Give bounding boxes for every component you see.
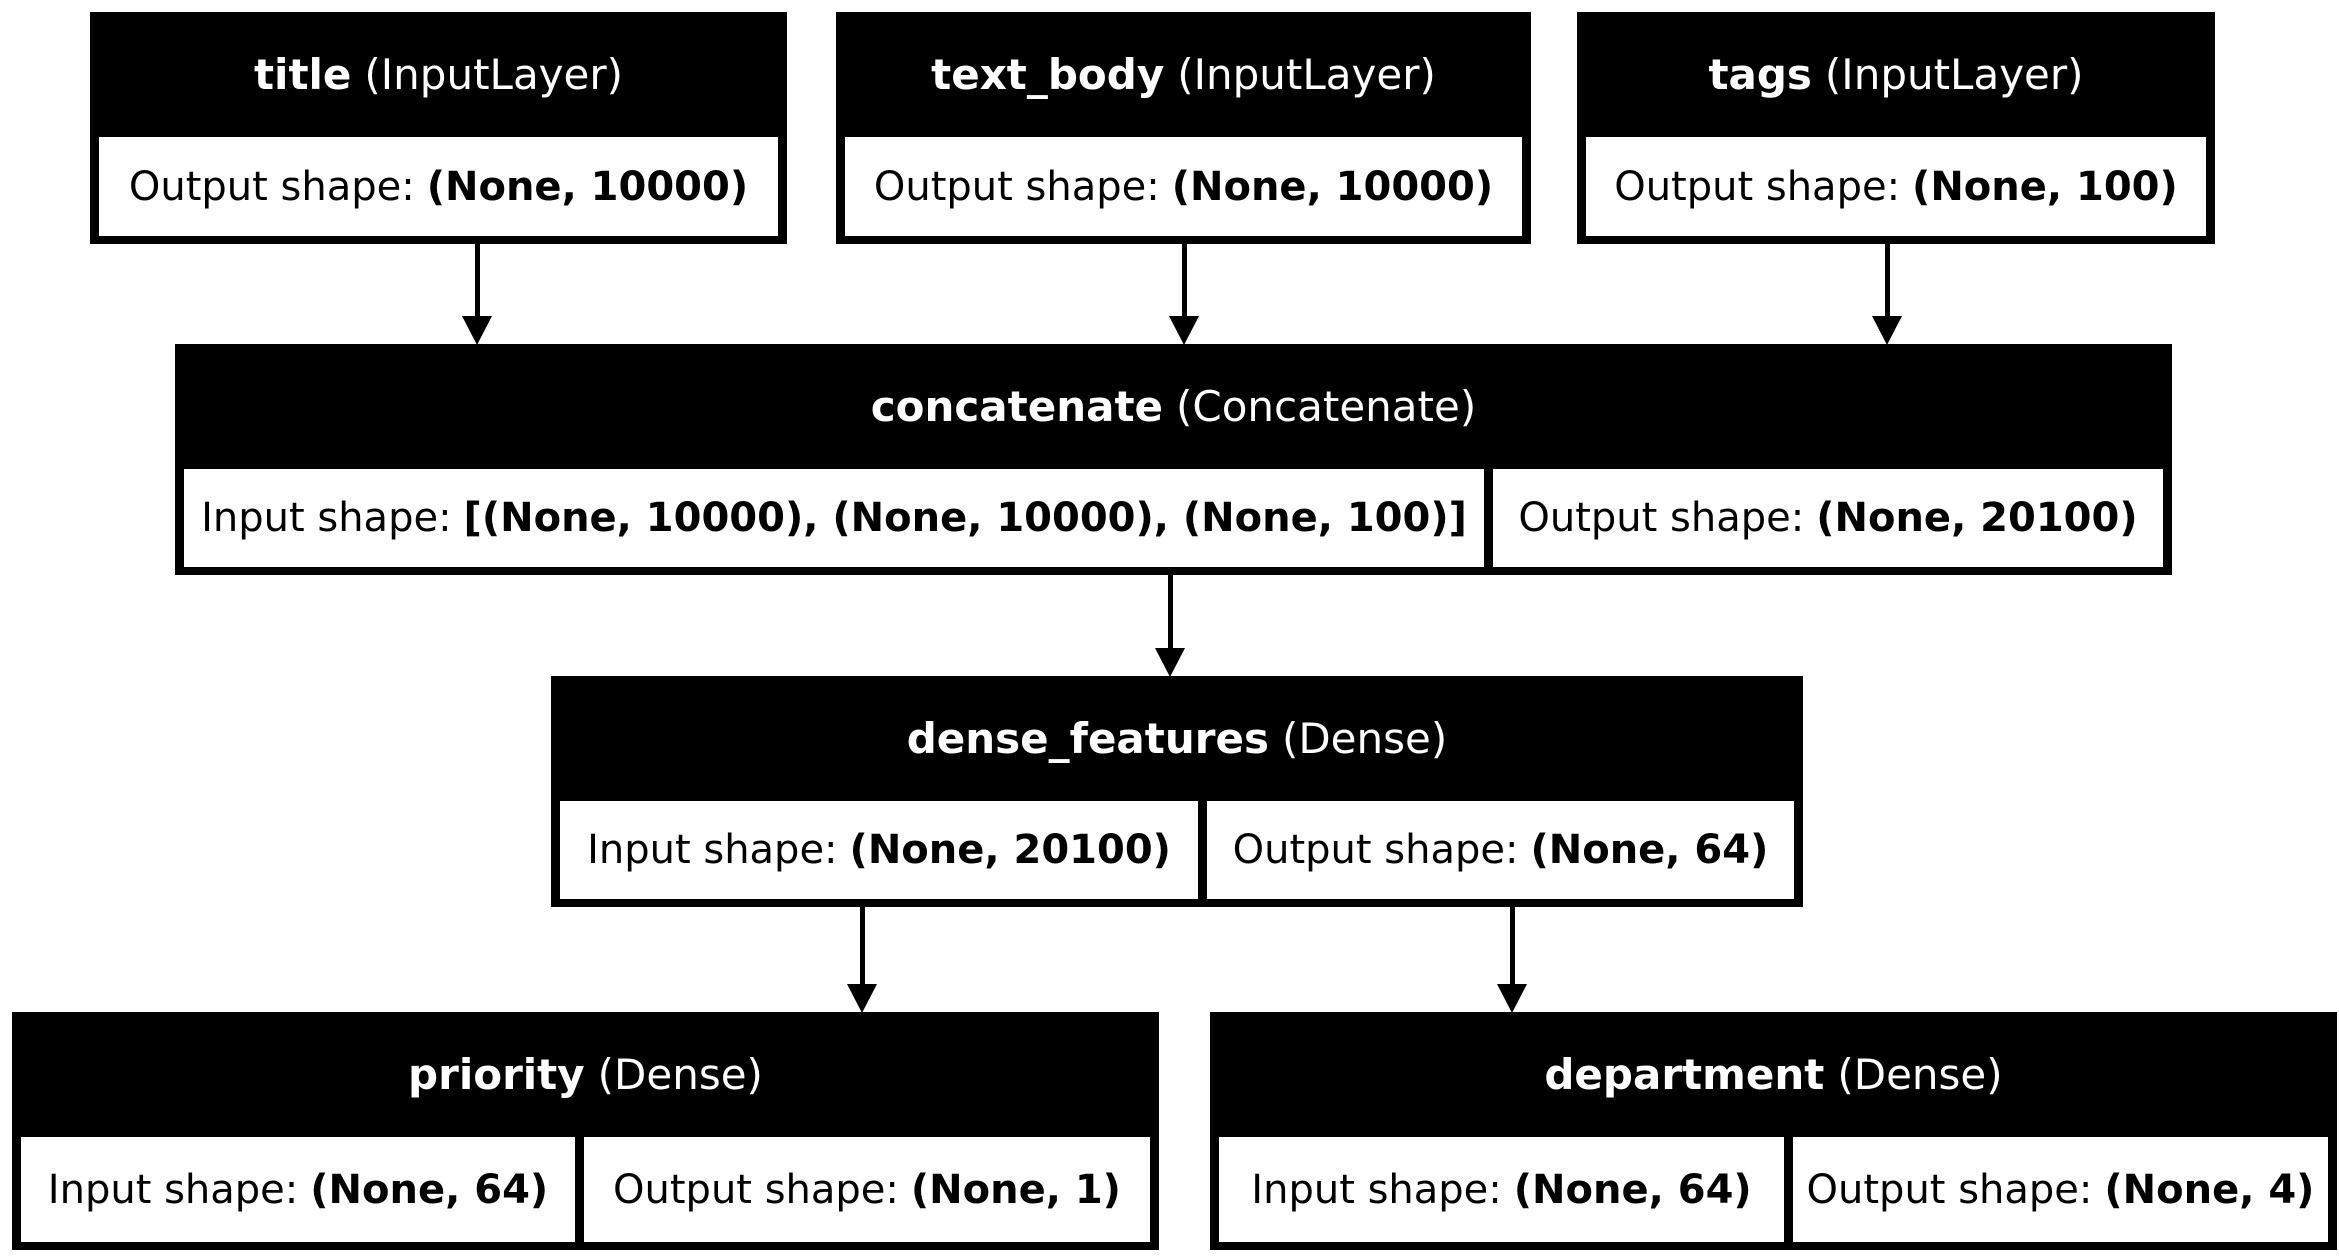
output-shape-label: Output shape: bbox=[1232, 827, 1519, 873]
layer-type: (InputLayer) bbox=[364, 50, 624, 99]
output-shape-label: Output shape: bbox=[873, 163, 1160, 210]
output-shape-label: Output shape: bbox=[128, 163, 415, 210]
layer-name: title bbox=[253, 50, 352, 99]
output-shape-value: (None, 20100) bbox=[1816, 495, 2138, 541]
input-shape-cell: Input shape: [(None, 10000), (None, 1000… bbox=[184, 469, 1484, 567]
output-shape-cell: Output shape: (None, 20100) bbox=[1493, 469, 2163, 567]
input-shape-value: (None, 64) bbox=[310, 1166, 549, 1213]
edge-line bbox=[1167, 574, 1173, 651]
layer-header-department: department (Dense) bbox=[1210, 1012, 2337, 1137]
arrowhead-icon bbox=[1872, 316, 1902, 345]
output-shape-cell: Output shape: (None, 1) bbox=[584, 1137, 1150, 1242]
layer-header-tags: tags (InputLayer) bbox=[1577, 12, 2215, 137]
edge-line bbox=[474, 243, 480, 319]
arrowhead-icon bbox=[1497, 984, 1527, 1013]
layer-type: (Dense) bbox=[1281, 714, 1448, 763]
shape-cells: Output shape: (None, 100) bbox=[1586, 137, 2206, 236]
input-shape-cell: Input shape: (None, 64) bbox=[21, 1137, 575, 1242]
layer-type: (InputLayer) bbox=[1824, 50, 2084, 99]
layer-name: tags bbox=[1708, 50, 1812, 99]
layer-node-title: title (InputLayer) Output shape: (None, … bbox=[90, 12, 787, 244]
layer-name: priority bbox=[408, 1050, 585, 1099]
input-shape-label: Input shape: bbox=[47, 1166, 299, 1213]
output-shape-label: Output shape: bbox=[1614, 163, 1901, 210]
arrowhead-icon bbox=[1155, 648, 1185, 677]
edge-line bbox=[859, 906, 865, 987]
layer-header-dense-features: dense_features (Dense) bbox=[551, 676, 1803, 801]
layer-type: (Dense) bbox=[1837, 1050, 2003, 1099]
output-shape-value: (None, 1) bbox=[910, 1166, 1121, 1213]
edge-tags-to-concatenate bbox=[1872, 243, 1902, 345]
layer-type: (Dense) bbox=[597, 1050, 763, 1099]
edge-dense-features-to-priority bbox=[847, 906, 877, 1013]
edge-line bbox=[1181, 243, 1187, 319]
layer-name: text_body bbox=[931, 50, 1165, 99]
shape-cells: Input shape: (None, 64) Output shape: (N… bbox=[1219, 1137, 2328, 1242]
edge-line bbox=[1884, 243, 1890, 319]
arrowhead-icon bbox=[847, 984, 877, 1013]
output-shape-cell: Output shape: (None, 4) bbox=[1793, 1137, 2328, 1242]
layer-type: (Concatenate) bbox=[1176, 382, 1477, 431]
input-shape-value: [(None, 10000), (None, 10000), (None, 10… bbox=[463, 495, 1467, 541]
layer-name: concatenate bbox=[870, 382, 1164, 431]
input-shape-label: Input shape: bbox=[587, 827, 838, 873]
output-shape-value: (None, 10000) bbox=[1171, 163, 1494, 210]
layer-name: department bbox=[1544, 1050, 1825, 1099]
output-shape-value: (None, 10000) bbox=[426, 163, 749, 210]
output-shape-cell: Output shape: (None, 64) bbox=[1207, 801, 1794, 899]
layer-type: (InputLayer) bbox=[1177, 50, 1436, 99]
layer-header-text-body: text_body (InputLayer) bbox=[836, 12, 1531, 137]
layer-node-text-body: text_body (InputLayer) Output shape: (No… bbox=[836, 12, 1531, 244]
layer-node-department: department (Dense) Input shape: (None, 6… bbox=[1210, 1012, 2337, 1250]
shape-cells: Output shape: (None, 10000) bbox=[99, 137, 778, 236]
input-shape-label: Input shape: bbox=[1251, 1166, 1502, 1213]
input-shape-cell: Input shape: (None, 64) bbox=[1219, 1137, 1784, 1242]
layer-node-priority: priority (Dense) Input shape: (None, 64)… bbox=[12, 1012, 1159, 1250]
output-shape-cell: Output shape: (None, 10000) bbox=[845, 137, 1522, 236]
arrowhead-icon bbox=[462, 316, 492, 345]
input-shape-cell: Input shape: (None, 20100) bbox=[560, 801, 1198, 899]
edge-line bbox=[1509, 906, 1515, 987]
layer-header-title: title (InputLayer) bbox=[90, 12, 787, 137]
layer-name: dense_features bbox=[906, 714, 1269, 763]
shape-cells: Input shape: (None, 64) Output shape: (N… bbox=[21, 1137, 1150, 1242]
edge-title-to-concatenate bbox=[462, 243, 492, 345]
input-shape-value: (None, 20100) bbox=[849, 827, 1171, 873]
output-shape-label: Output shape: bbox=[1518, 495, 1805, 541]
output-shape-label: Output shape: bbox=[613, 1166, 899, 1213]
layer-header-priority: priority (Dense) bbox=[12, 1012, 1159, 1137]
output-shape-cell: Output shape: (None, 100) bbox=[1586, 137, 2206, 236]
shape-cells: Input shape: [(None, 10000), (None, 1000… bbox=[184, 469, 2163, 567]
output-shape-cell: Output shape: (None, 10000) bbox=[99, 137, 778, 236]
input-shape-value: (None, 64) bbox=[1513, 1166, 1752, 1213]
layer-header-concatenate: concatenate (Concatenate) bbox=[175, 344, 2172, 469]
edge-dense-features-to-department bbox=[1497, 906, 1527, 1013]
output-shape-value: (None, 64) bbox=[1530, 827, 1769, 873]
edge-concatenate-to-dense-features bbox=[1155, 574, 1185, 677]
input-shape-label: Input shape: bbox=[201, 495, 452, 541]
layer-node-concatenate: concatenate (Concatenate) Input shape: [… bbox=[175, 344, 2172, 575]
layer-node-tags: tags (InputLayer) Output shape: (None, 1… bbox=[1577, 12, 2215, 244]
edge-text-body-to-concatenate bbox=[1169, 243, 1199, 345]
shape-cells: Input shape: (None, 20100) Output shape:… bbox=[560, 801, 1794, 899]
output-shape-value: (None, 100) bbox=[1912, 163, 2178, 210]
layer-node-dense-features: dense_features (Dense) Input shape: (Non… bbox=[551, 676, 1803, 907]
output-shape-label: Output shape: bbox=[1806, 1166, 2093, 1213]
arrowhead-icon bbox=[1169, 316, 1199, 345]
output-shape-value: (None, 4) bbox=[2104, 1166, 2315, 1213]
shape-cells: Output shape: (None, 10000) bbox=[845, 137, 1522, 236]
